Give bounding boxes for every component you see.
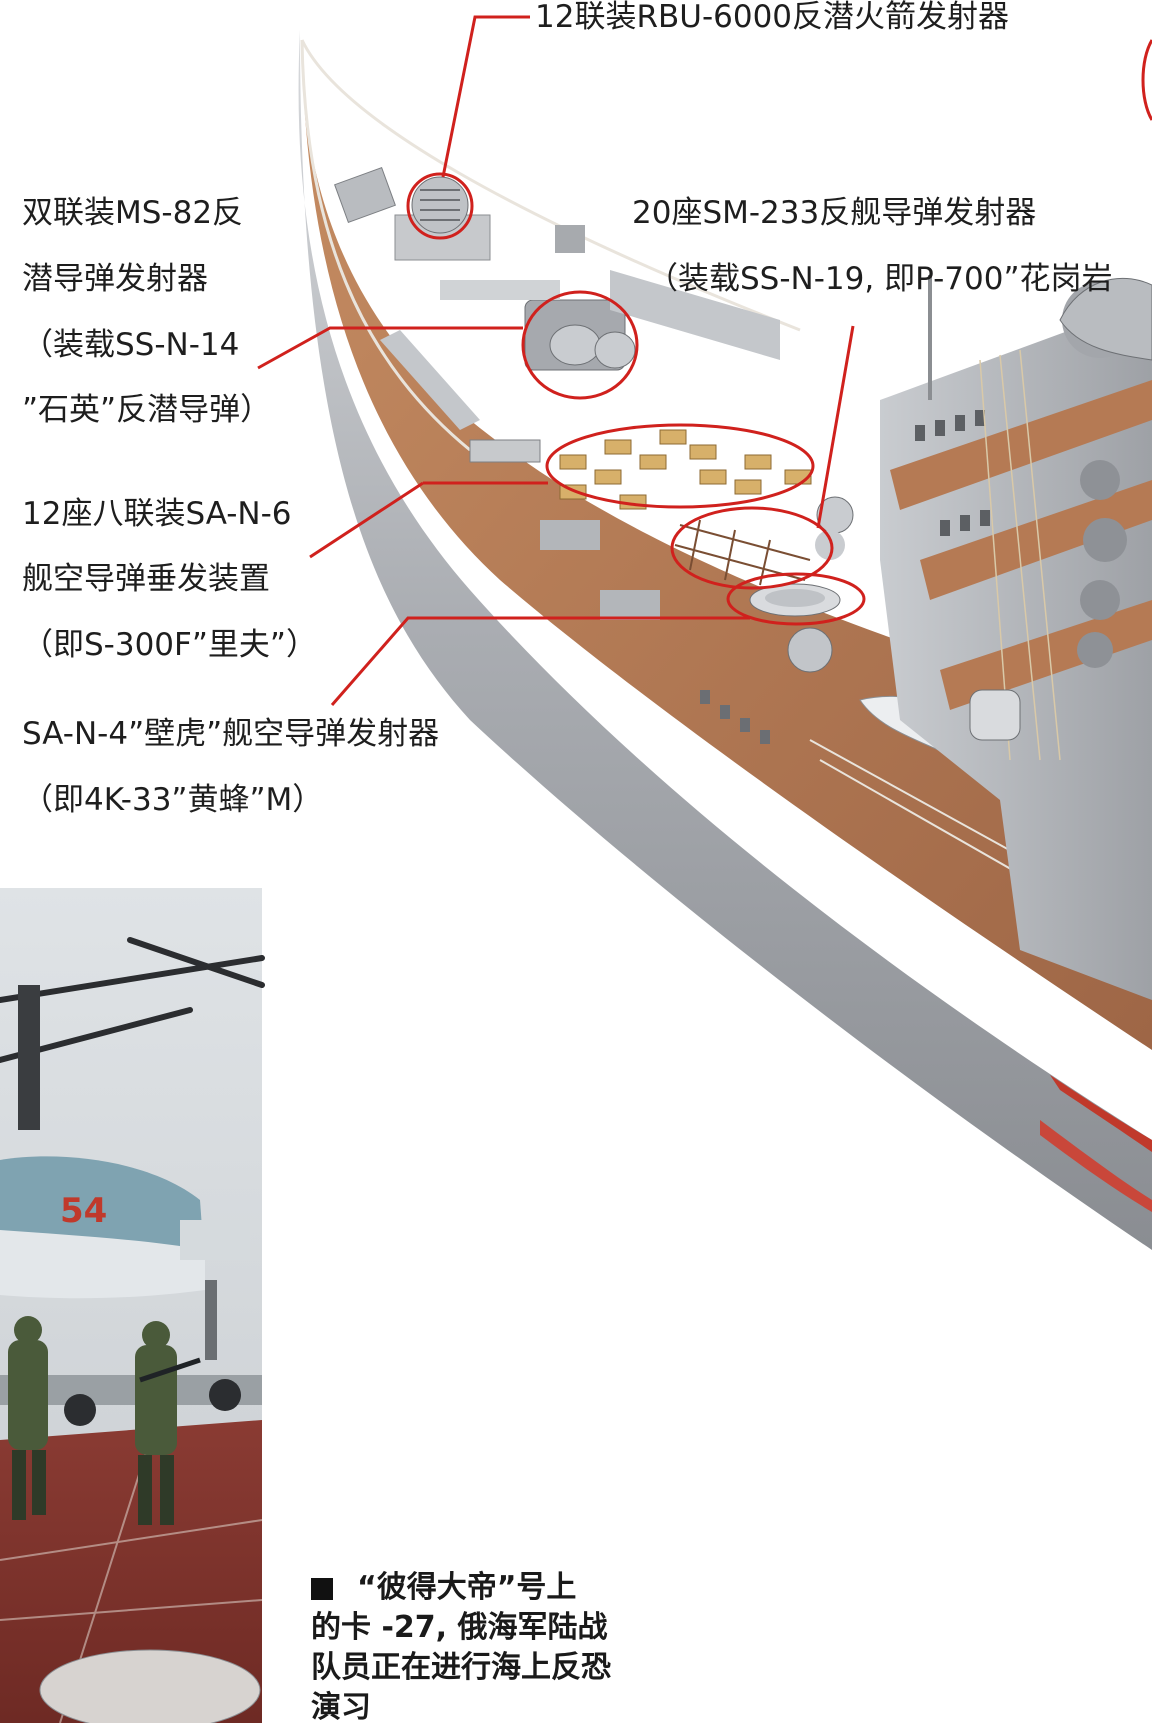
- label-san6-line3: （即S-300F”里夫”）: [22, 627, 317, 663]
- helicopter-photo: 54: [0, 888, 265, 1723]
- helicopter-number: 54: [60, 1191, 107, 1231]
- label-san6-line2: 舰空导弹垂发装置: [22, 561, 270, 597]
- caption-bullet-square: [311, 1577, 333, 1600]
- callout-rbu6000: [406, 15, 530, 240]
- label-ms82-line2: 潜导弹发射器: [22, 261, 208, 297]
- label-ms82-line3: （装载SS-N-14: [22, 327, 240, 363]
- ship-deck: [300, 39, 1152, 1050]
- ship-superstructure: [815, 275, 1152, 1000]
- caption-line4: 演习: [311, 1690, 371, 1725]
- label-sm233-line1: 20座SM-233反舰导弹发射器: [632, 195, 1037, 231]
- callout-san4: [330, 572, 866, 706]
- callout-sm233: [670, 325, 855, 590]
- label-ms82-line1: 双联装MS-82反: [22, 195, 244, 231]
- label-sm233-line2: （装载SS-N-19, 即P-700”花岗岩: [647, 261, 1113, 297]
- caption-line1: “彼得大帝”号上: [357, 1570, 577, 1605]
- ship-hull: [298, 30, 1152, 1250]
- label-san6-line1: 12座八联装SA-N-6: [22, 496, 292, 532]
- caption-line2: 的卡 -27, 俄海军陆战: [311, 1610, 608, 1645]
- label-ms82-line4: ”石英”反潜导弹）: [22, 392, 272, 428]
- caption-line3: 队员正在进行海上反恐: [311, 1650, 611, 1685]
- label-san4-line2: （即4K-33”黄蜂”M）: [22, 782, 324, 818]
- photo-caption: “彼得大帝”号上 的卡 -27, 俄海军陆战 队员正在进行海上反恐 演习: [311, 1568, 651, 1728]
- label-rbu6000: 12联装RBU-6000反潜火箭发射器: [535, 0, 1010, 35]
- callout-ms82: [257, 290, 639, 400]
- callout-san6: [309, 423, 815, 559]
- label-san4-line1: SA-N-4”壁虎”舰空导弹发射器: [22, 716, 440, 752]
- callout-circle-partial: [1141, 39, 1152, 121]
